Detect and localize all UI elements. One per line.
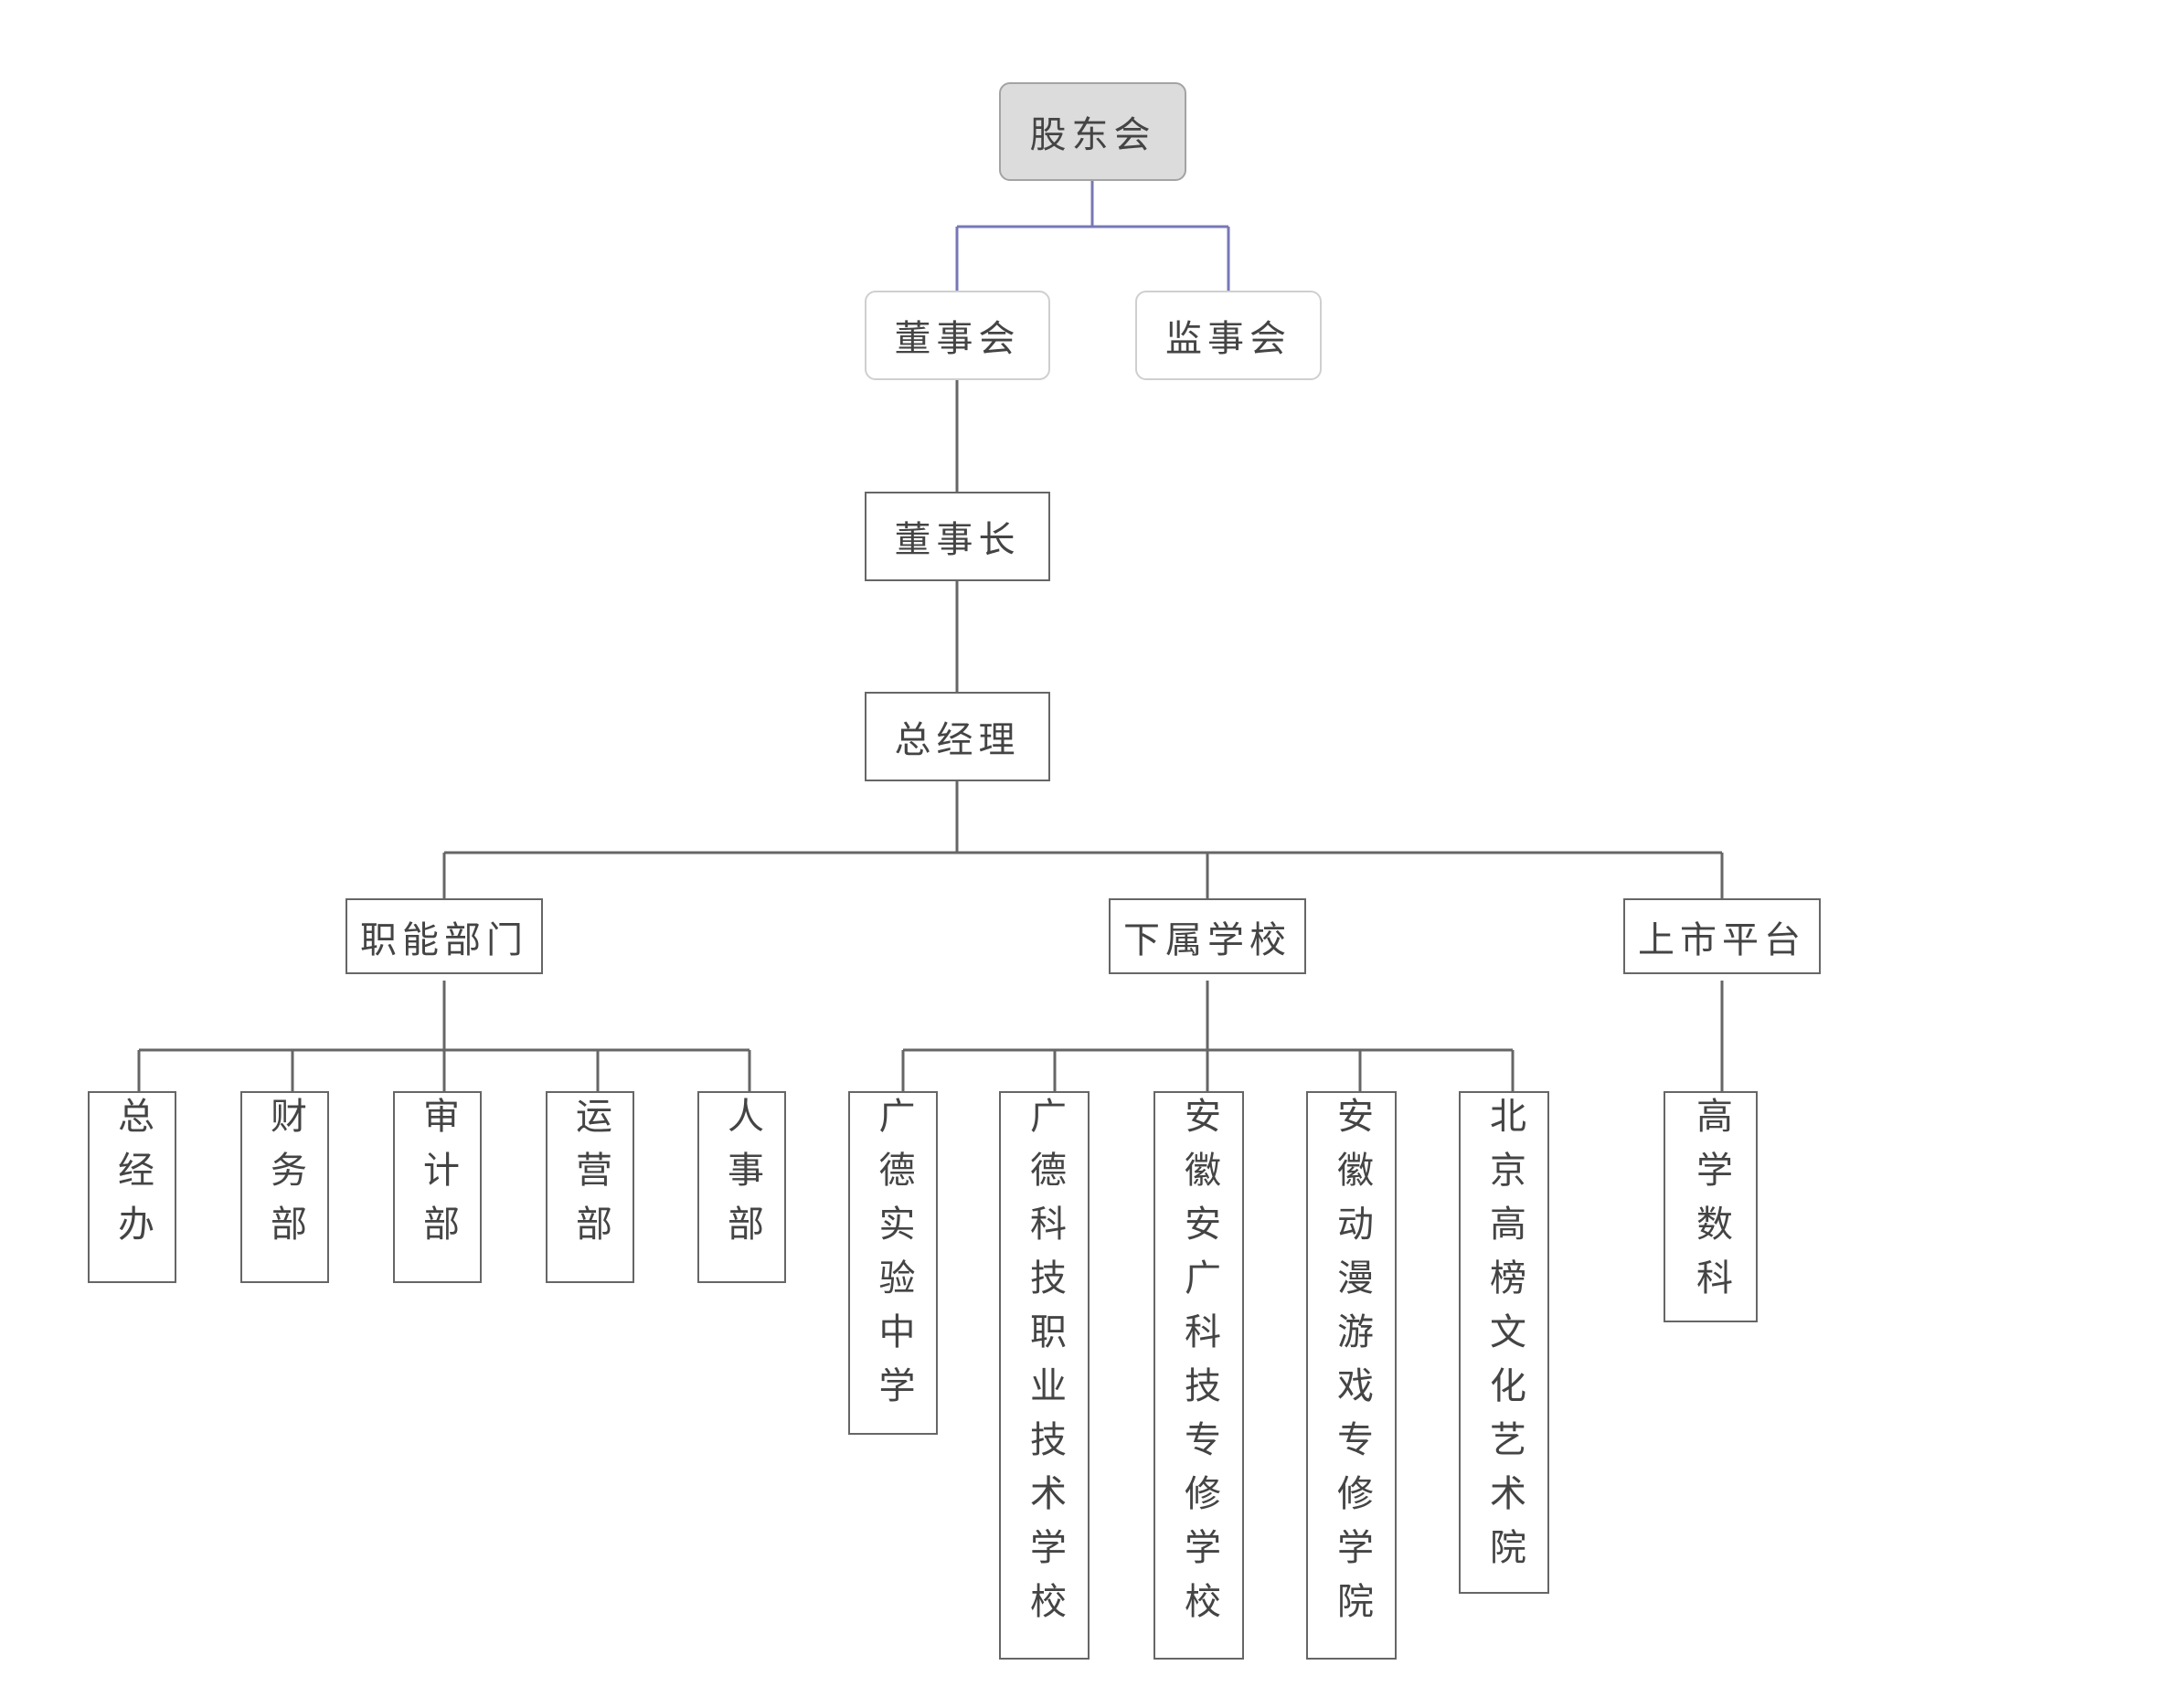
node-label: 广德科技职业技术学校: [1024, 1097, 1066, 1636]
node-dept-gm-office: 总经办: [88, 1091, 176, 1283]
node-label: 广德实验中学: [872, 1097, 915, 1420]
node-school-2: 广德科技职业技术学校: [999, 1091, 1090, 1660]
link-gm-branches: [442, 781, 1724, 898]
node-school-1: 广德实验中学: [848, 1091, 938, 1435]
node-label: 财务部: [264, 1097, 306, 1258]
node-label: 运营部: [569, 1097, 611, 1258]
link-functional-depts: [137, 981, 751, 1091]
node-label: 审计部: [417, 1097, 459, 1258]
node-school-4: 安徽动漫游戏专修学院: [1306, 1091, 1397, 1660]
node-label: 职能部门: [360, 918, 528, 961]
node-label: 总经办: [112, 1097, 154, 1258]
node-label: 董事长: [894, 519, 1021, 561]
link-schools: [901, 981, 1515, 1091]
node-label: 董事会: [894, 318, 1021, 360]
node-label: 北京高榜文化艺术院: [1483, 1097, 1525, 1582]
node-label: 安徽安广科技专修学校: [1178, 1097, 1220, 1636]
node-label: 总经理: [894, 719, 1021, 761]
node-label: 监事会: [1165, 318, 1292, 360]
node-label: 上市平台: [1638, 918, 1806, 961]
node-label: 人事部: [721, 1097, 763, 1258]
node-dept-finance: 财务部: [240, 1091, 329, 1283]
node-board: 董事会: [865, 291, 1050, 380]
node-schools: 下属学校: [1109, 898, 1306, 974]
link-shareholders-board-supervisors: [955, 181, 1230, 291]
node-label: 高学数科: [1690, 1097, 1732, 1312]
node-dept-hr: 人事部: [697, 1091, 786, 1283]
node-dept-operations: 运营部: [546, 1091, 634, 1283]
node-school-3: 安徽安广科技专修学校: [1153, 1091, 1244, 1660]
node-chairman: 董事长: [865, 492, 1050, 581]
node-shareholders: 股东会: [999, 82, 1186, 181]
node-listed: 上市平台: [1623, 898, 1821, 974]
node-functional: 职能部门: [345, 898, 543, 974]
node-label: 安徽动漫游戏专修学院: [1331, 1097, 1373, 1636]
node-school-5: 北京高榜文化艺术院: [1459, 1091, 1549, 1594]
node-supervisors: 监事会: [1135, 291, 1322, 380]
node-label: 下属学校: [1123, 918, 1292, 961]
node-dept-audit: 审计部: [393, 1091, 482, 1283]
node-listed-1: 高学数科: [1664, 1091, 1758, 1322]
node-gm: 总经理: [865, 692, 1050, 781]
node-label: 股东会: [1029, 114, 1156, 156]
